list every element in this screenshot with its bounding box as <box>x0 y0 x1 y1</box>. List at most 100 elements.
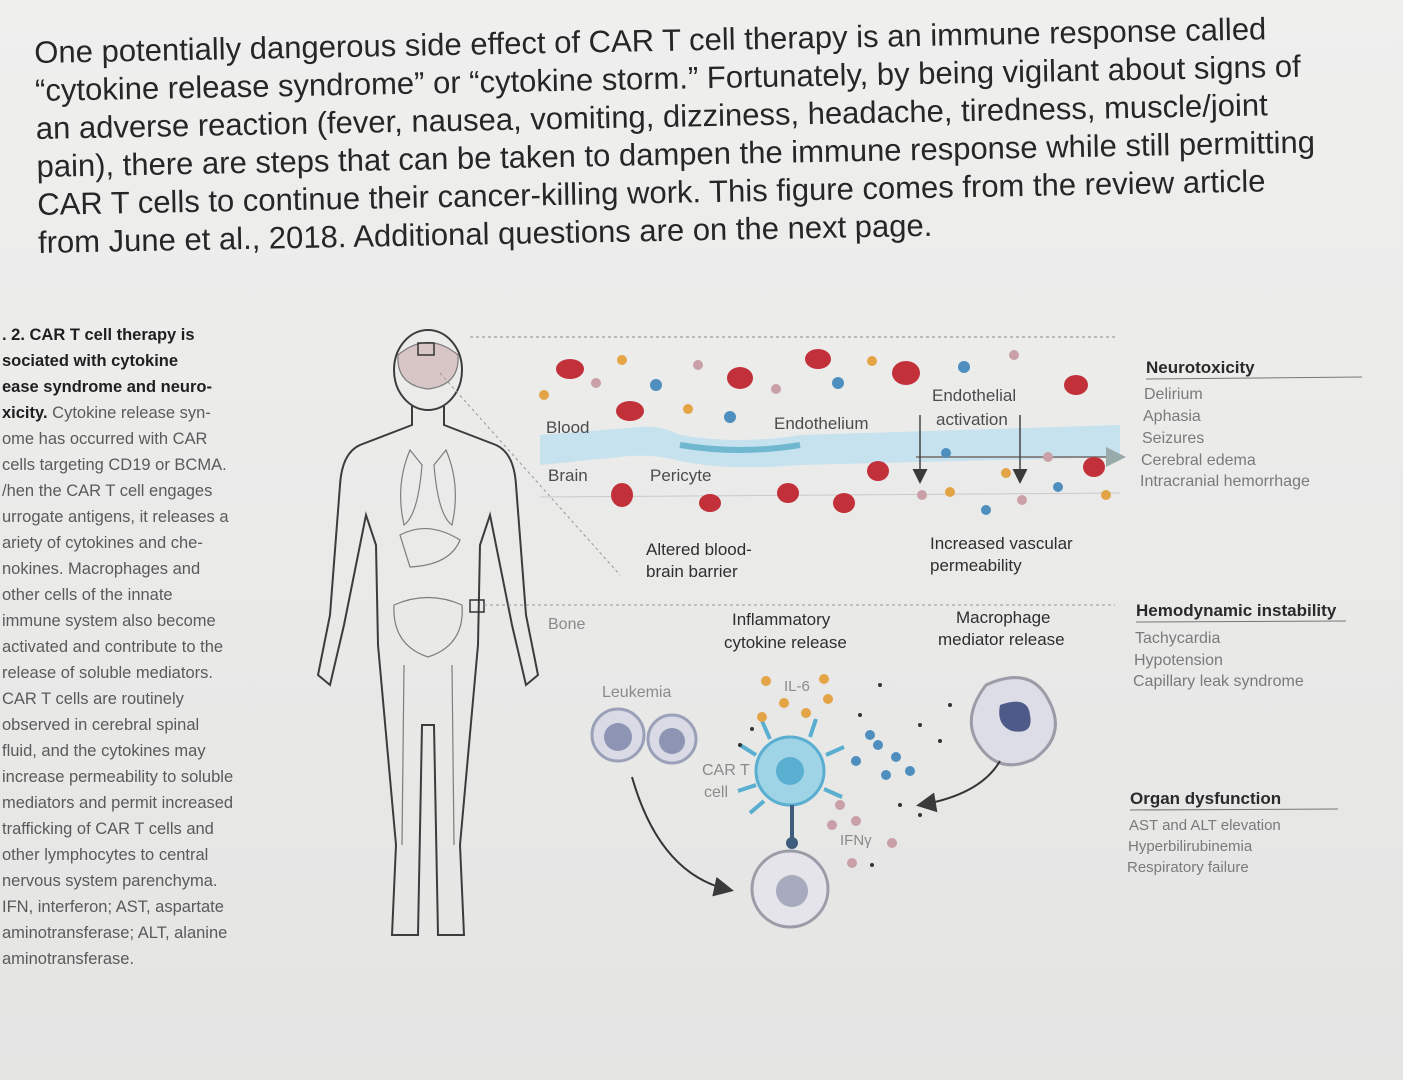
car-t-cell <box>737 718 845 849</box>
crs-figure: Blood Endothelium Endothelial activation… <box>316 329 1363 936</box>
caption-line: aminotransferase. <box>2 950 135 968</box>
cytokine-dot <box>693 360 703 370</box>
caption-line: Cytokine release syn- <box>47 404 211 422</box>
cytokine-dot <box>958 361 970 373</box>
caption-line: nervous system parenchyma. <box>2 872 218 890</box>
caption-line: increase permeability to soluble <box>2 768 234 786</box>
neurotoxicity-item: Seizures <box>1142 430 1204 447</box>
caption-line: mediators and permit increased <box>2 794 234 812</box>
cytokine-dot <box>832 377 844 389</box>
label-endothelium: Endothelium <box>774 414 869 433</box>
cytokine-dot <box>1101 490 1111 500</box>
neurotoxicity-title: Neurotoxicity <box>1146 358 1255 377</box>
figure-caption: . 2. CAR T cell therapy is sociated with… <box>2 322 302 972</box>
hemodynamic-item: Tachycardia <box>1135 630 1220 647</box>
cytokine-dot <box>917 490 927 500</box>
cytokine-dot <box>1017 495 1027 505</box>
label-vascular-permeability-1: Increased vascular <box>930 534 1073 553</box>
neurotoxicity-list: Neurotoxicity Delirium Aphasia Seizures … <box>1140 358 1363 490</box>
label-brain: Brain <box>548 466 588 485</box>
cytokine-dot <box>539 390 549 400</box>
cytokine-dot <box>941 448 951 458</box>
caption-line: observed in cerebral spinal <box>2 716 200 734</box>
caption-line: activated and contribute to the <box>2 638 224 656</box>
neurotoxicity-item: Delirium <box>1144 386 1203 403</box>
leukemia-cells <box>590 707 698 765</box>
neurotoxicity-item: Cerebral edema <box>1141 452 1256 469</box>
label-pericyte: Pericyte <box>650 466 711 485</box>
hemodynamic-title: Hemodynamic instability <box>1136 601 1337 620</box>
caption-line: /hen the CAR T cell engages <box>2 482 213 500</box>
organ-dysfunction-list: Organ dysfunction AST and ALT elevation … <box>1127 789 1339 876</box>
red-blood-cell <box>1083 457 1105 477</box>
bone-box-icon <box>469 599 485 613</box>
red-blood-cell <box>892 361 920 385</box>
macrophage <box>969 676 1057 767</box>
label-altered-bbb-1: Altered blood- <box>646 540 752 559</box>
cytokine-dot <box>867 356 877 366</box>
label-inflammatory-2: cytokine release <box>724 633 847 652</box>
blood-cells <box>539 349 1111 515</box>
label-vascular-permeability-2: permeability <box>930 556 1022 575</box>
arrow-leukemia-to-cart <box>631 776 734 897</box>
organs-sketch <box>393 342 485 846</box>
red-blood-cell <box>616 401 644 421</box>
caption-line: IFN, interferon; AST, aspartate <box>2 898 224 916</box>
label-altered-bbb-2: brain barrier <box>646 562 738 581</box>
organ-dysfunction-item: Respiratory failure <box>1127 859 1249 876</box>
intro-paragraph: One potentially dangerous side effect of… <box>34 8 1368 261</box>
blood-brain-panel <box>539 415 1126 498</box>
caption-line: ariety of cytokines and che- <box>2 534 203 552</box>
brain-box-icon <box>417 342 435 356</box>
hemodynamic-item: Capillary leak syndrome <box>1133 673 1304 690</box>
cytokine-dot <box>683 404 693 414</box>
caption-line: immune system also become <box>2 612 216 630</box>
label-bone: Bone <box>548 616 585 633</box>
caption-line: cells targeting CD19 or BCMA. <box>2 456 227 474</box>
label-endothelial-activation-1: Endothelial <box>932 386 1016 405</box>
red-blood-cell <box>867 461 889 481</box>
caption-line: ome has occurred with CAR <box>2 430 208 448</box>
hemodynamic-list: Hemodynamic instability Tachycardia Hypo… <box>1133 601 1347 690</box>
cytokine-dot <box>1009 350 1019 360</box>
caption-line: aminotransferase; ALT, alanine <box>2 924 228 942</box>
neurotoxicity-item: Aphasia <box>1143 408 1201 425</box>
organ-dysfunction-item: AST and ALT elevation <box>1129 817 1281 834</box>
caption-title-line: . 2. CAR T cell therapy is <box>2 326 195 344</box>
target-cell <box>750 849 830 929</box>
label-macrophage-2: mediator release <box>938 630 1065 649</box>
caption-line: nokines. Macrophages and <box>2 560 201 578</box>
label-car-t-1: CAR T <box>702 762 750 779</box>
red-blood-cell <box>727 367 753 389</box>
cytokine-dot <box>771 384 781 394</box>
red-blood-cell <box>833 493 855 513</box>
body-outline <box>316 329 540 936</box>
cytokine-dot <box>981 505 991 515</box>
cytokine-dot <box>591 378 601 388</box>
cytokine-dot <box>1053 482 1063 492</box>
caption-line: other lymphocytes to central <box>2 846 209 864</box>
label-macrophage-1: Macrophage <box>956 608 1051 627</box>
neurotoxicity-item: Intracranial hemorrhage <box>1140 473 1310 490</box>
cytokine-cloud <box>738 674 952 868</box>
label-endothelial-activation-2: activation <box>936 410 1008 429</box>
label-il6: IL-6 <box>784 678 810 695</box>
label-leukemia: Leukemia <box>602 684 671 701</box>
label-blood: Blood <box>546 418 589 437</box>
hemodynamic-item: Hypotension <box>1134 652 1223 669</box>
red-blood-cell <box>777 483 799 503</box>
cytokine-dot <box>724 411 736 423</box>
cytokine-dot <box>1001 468 1011 478</box>
red-blood-cell <box>611 483 633 507</box>
label-ifng: IFNγ <box>840 832 872 849</box>
red-blood-cell <box>556 359 584 379</box>
cytokine-dot <box>1043 452 1053 462</box>
caption-title-line: ease syndrome and neuro- <box>2 378 212 396</box>
caption-line: CAR T cells are routinely <box>2 690 184 708</box>
organ-dysfunction-item: Hyperbilirubinemia <box>1128 838 1253 855</box>
caption-line: release of soluble mediators. <box>2 664 213 682</box>
red-blood-cell <box>1064 375 1088 395</box>
cytokine-dot <box>617 355 627 365</box>
cytokine-dot <box>650 379 662 391</box>
